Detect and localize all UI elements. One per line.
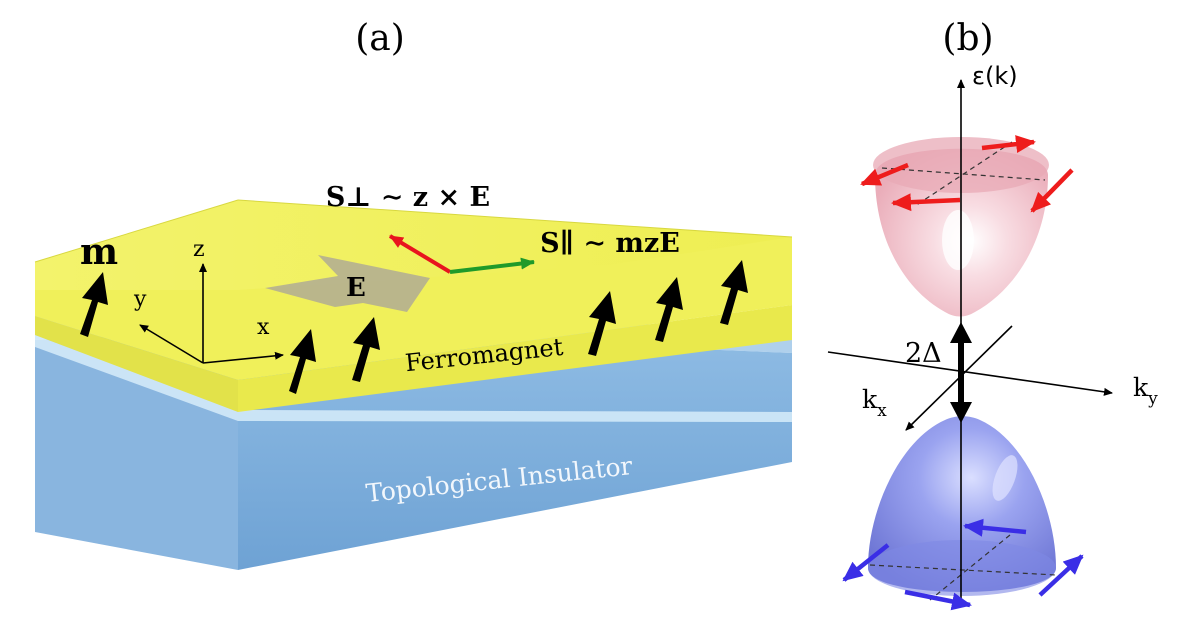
lower-spin-arrow [1038,554,1084,597]
spin-par-arrow [449,257,535,274]
magnetization-arrow [720,260,748,325]
magnetization-arrow [655,277,683,342]
lower-spin-arrow [904,589,972,611]
upper-spin-arrow [891,193,961,212]
lower-spin-arrow [842,543,890,582]
spin-perp-arrow [388,234,452,274]
electric-field-arrow [265,255,430,312]
lower-spin-arrows [842,518,1084,611]
magnetization-label: m [80,231,118,273]
magnetization-arrow [588,291,616,356]
upper-spin-arrow [860,162,909,187]
panel-b-label: (b) [942,18,993,59]
gap-arrow [950,322,972,423]
lower-band [868,416,1056,596]
axis-y-label: y [133,287,147,312]
panel-a: (a) S⊥ ∼ z × E E S∥ ∼ mzE [34,18,793,570]
magnetization-arrow [289,329,316,394]
spin-perp-equation: S⊥ ∼ z × E [326,182,490,213]
ky-label: ky [1133,373,1158,409]
panel-b: (b) ε(k) 2Δ [827,18,1158,611]
magnetization-arrow [80,272,108,337]
coordinate-axes [139,263,284,364]
energy-axis-label: ε(k) [972,62,1018,90]
kx-label: kx [862,385,887,421]
upper-spin-arrows [860,135,1074,213]
magnetization-arrow [352,317,380,382]
upper-spin-arrow [981,135,1036,154]
ky-axis [827,351,1113,396]
lower-spin-arrow [963,518,1027,537]
axis-z-label: z [193,237,205,262]
panel-a-label: (a) [355,18,405,59]
axis-x-label: x [257,315,270,340]
gap-label: 2Δ [905,338,942,369]
spin-par-equation: S∥ ∼ mzE [540,228,680,259]
dashed-crosshairs [869,141,1057,601]
magnetization-arrows [80,260,748,394]
electric-field-label: E [346,273,366,303]
upper-spin-arrow [1030,168,1074,213]
